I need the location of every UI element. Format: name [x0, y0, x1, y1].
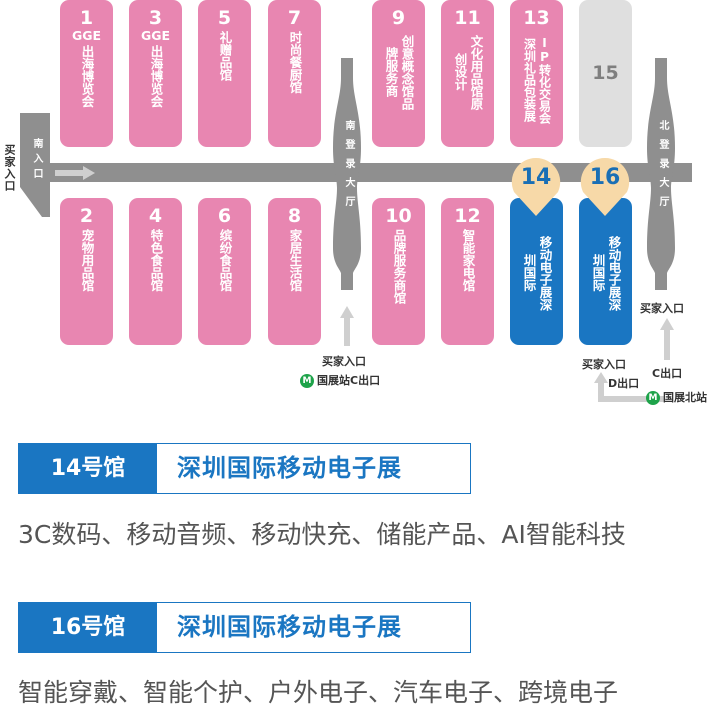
hall-label: 移动电子展深圳国际 — [590, 235, 622, 311]
section-title: 深圳国际移动电子展 — [177, 454, 402, 482]
hall-number: 8 — [287, 205, 302, 227]
hall-label: 宠物用品馆 — [79, 229, 95, 292]
hall-number: 13 — [523, 7, 550, 29]
hall-8[interactable]: 8 家居生活馆 — [268, 198, 321, 345]
hall-number: 11 — [454, 7, 481, 29]
hall-label: 特色食品馆 — [148, 229, 164, 292]
section-16-banner: 16号馆 深圳国际移动电子展 — [18, 602, 471, 653]
south-entrance-label: 南入口 — [31, 138, 42, 183]
badge-number: 16 — [589, 165, 621, 190]
hall-1[interactable]: 1 GGE 出海博览会 — [60, 0, 113, 147]
north-lobby-label: 北登录大厅 — [657, 120, 668, 215]
hall-number: 1 — [79, 7, 94, 29]
hall-14-badge[interactable]: 14 — [510, 156, 562, 216]
hall-12[interactable]: 12 智能家电馆 — [441, 198, 494, 345]
up-arrow-icon — [660, 318, 674, 360]
hall-15[interactable]: 15 — [579, 0, 632, 147]
hall-11[interactable]: 11 文化用品馆原创设计 — [441, 0, 494, 147]
hall-label: 时尚餐厨馆 — [287, 31, 303, 94]
hall-label: 移动电子展深圳国际 — [521, 235, 553, 311]
hall-number: 10 — [385, 205, 412, 227]
buyer-entrance-left-label: 买家入口 — [3, 144, 16, 192]
exit-d-label: D出口 — [608, 377, 640, 390]
map-pin-icon — [511, 157, 561, 216]
north-metro-text: 国展北站 — [663, 391, 707, 404]
hall-label: 出海博览会 — [148, 45, 164, 108]
hall-6[interactable]: 6 缤纷食品馆 — [198, 198, 251, 345]
hall-14[interactable]: 移动电子展深圳国际 — [510, 198, 563, 345]
hall-label: 创意概念馆品牌服务商 — [383, 34, 415, 110]
badge-number: 14 — [520, 165, 552, 190]
hall-prefix: GGE — [140, 28, 171, 43]
hall-5[interactable]: 5 礼赠品馆 — [198, 0, 251, 147]
south-entrance-block — [20, 113, 50, 217]
hall-label: 出海博览会 — [79, 45, 95, 108]
hall-number: 9 — [391, 7, 406, 29]
hall-prefix: GGE — [71, 28, 102, 43]
hall-2[interactable]: 2 宠物用品馆 — [60, 198, 113, 345]
hall-number: 12 — [454, 205, 481, 227]
south-lobby-label: 南登录大厅 — [343, 120, 354, 215]
hall-label: 智能家电馆 — [460, 229, 476, 292]
north-buyer-entrance-d-label: 买家入口 — [582, 358, 626, 371]
hall-number: 15 — [592, 62, 619, 84]
section-title: 深圳国际移动电子展 — [177, 613, 402, 641]
hall-16[interactable]: 移动电子展深圳国际 — [579, 198, 632, 345]
south-buyer-entrance-label: 买家入口 — [322, 355, 366, 368]
hall-10[interactable]: 10 品牌服务商馆 — [372, 198, 425, 345]
hall-number: 2 — [79, 205, 94, 227]
north-buyer-entrance-c-label: 买家入口 — [640, 302, 684, 315]
section-14-description: 3C数码、移动音频、移动快充、储能产品、AI智能科技 — [18, 520, 626, 549]
hall-label: 缤纷食品馆 — [217, 229, 233, 292]
south-metro-text: 国展站C出口 — [317, 374, 381, 387]
hall-9[interactable]: 9 创意概念馆品牌服务商 — [372, 0, 425, 147]
hall-number: 5 — [217, 7, 232, 29]
hall-4[interactable]: 4 特色食品馆 — [129, 198, 182, 345]
hall-label: IP转化交易会深圳礼品包装展 — [522, 36, 552, 124]
hall-label: 文化用品馆原创设计 — [452, 34, 484, 110]
metro-icon: M — [646, 391, 660, 405]
hall-label: 家居生活馆 — [287, 229, 303, 292]
hall-number: 6 — [217, 205, 232, 227]
map-pin-icon — [580, 157, 630, 216]
direction-arrow-icon — [55, 166, 95, 180]
hall-3[interactable]: 3 GGE 出海博览会 — [129, 0, 182, 147]
section-tag: 16号馆 — [19, 603, 157, 652]
hall-13[interactable]: 13 IP转化交易会深圳礼品包装展 — [510, 0, 563, 147]
up-arrow-icon — [340, 306, 354, 346]
section-14-banner: 14号馆 深圳国际移动电子展 — [18, 443, 471, 494]
hall-label: 品牌服务商馆 — [391, 229, 407, 304]
hall-number: 3 — [148, 7, 163, 29]
hall-label: 礼赠品馆 — [217, 31, 233, 81]
north-lobby — [647, 58, 675, 290]
exit-c-label: C出口 — [652, 367, 683, 380]
section-16-description: 智能穿戴、智能个护、户外电子、汽车电子、跨境电子 — [18, 678, 619, 707]
hall-7[interactable]: 7 时尚餐厨馆 — [268, 0, 321, 147]
south-lobby — [333, 58, 361, 290]
section-tag: 14号馆 — [19, 444, 157, 493]
metro-icon: M — [300, 374, 314, 388]
hall-number: 7 — [287, 7, 302, 29]
hall-16-badge[interactable]: 16 — [579, 156, 631, 216]
hall-number: 4 — [148, 205, 163, 227]
